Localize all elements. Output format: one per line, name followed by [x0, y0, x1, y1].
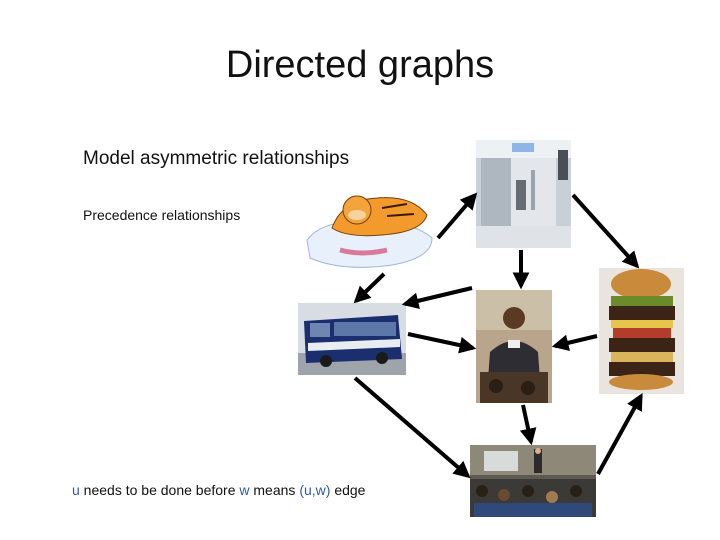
bullet-asymmetric: Model asymmetric relationships	[83, 148, 350, 169]
edge-bus-to-speaker	[407, 332, 477, 354]
sleeping-cat-photo	[302, 180, 440, 275]
speaker-photo	[476, 290, 552, 403]
audience-photo-node	[470, 445, 596, 517]
edge-shower-to-burger	[571, 193, 640, 269]
lecture-audience-photo	[470, 445, 596, 517]
edge-bus-to-audience	[353, 376, 471, 479]
edge-burger-to-speaker	[551, 334, 598, 352]
edge-speaker-to-audience	[519, 404, 537, 446]
bus-photo-node	[298, 303, 406, 375]
bullet-edge-definition: u needs to be done before w means (u,w) …	[72, 482, 365, 498]
shower-photo-node	[476, 140, 571, 248]
edge-audience-to-burger	[596, 393, 643, 475]
garfield-photo-node	[302, 180, 440, 275]
edge-bus-to-shower	[436, 192, 478, 240]
variable-uw: (u,w)	[299, 482, 331, 498]
bullet-text-2: means	[249, 482, 300, 498]
bus-photo	[298, 303, 406, 375]
burger-photo	[599, 268, 684, 394]
burger-photo-node	[599, 268, 684, 394]
speaker-photo-node	[476, 290, 552, 403]
shower-photo	[476, 140, 571, 248]
variable-w: w	[239, 482, 250, 498]
bullet-text-3: edge	[330, 482, 366, 498]
slide-title: Directed graphs	[225, 44, 495, 86]
edge-garfield-to-bus	[353, 272, 386, 304]
edge-speaker-to-garfield	[401, 286, 473, 310]
variable-u: u	[72, 482, 80, 498]
bullet-precedence: Precedence relationships	[83, 207, 241, 223]
bullet-text-1: needs to be done before	[79, 482, 240, 498]
